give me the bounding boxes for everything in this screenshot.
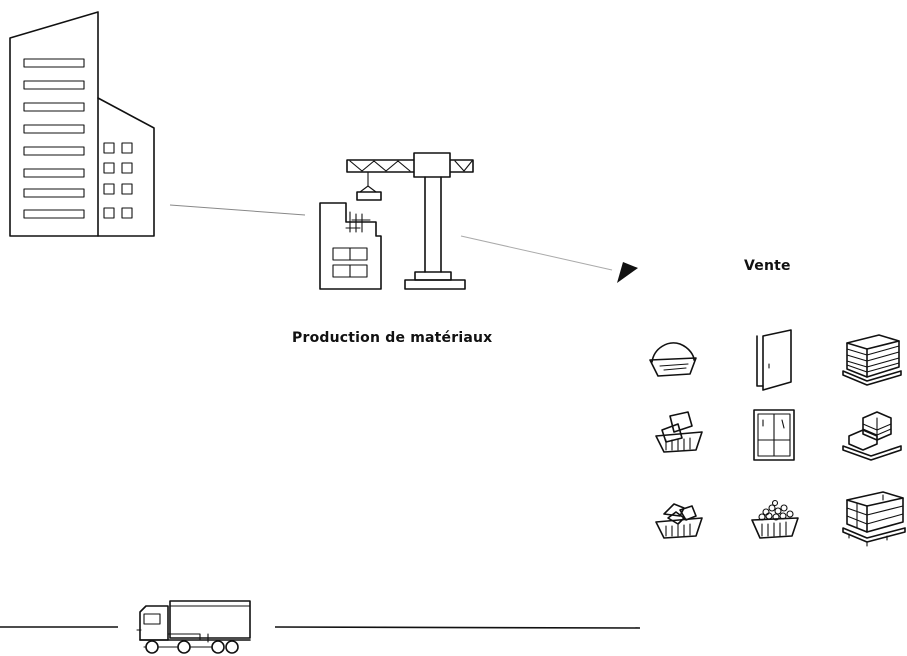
gravel-skip-icon (752, 501, 798, 539)
vente-label: Vente (744, 258, 791, 274)
crane-construction-icon (320, 153, 473, 289)
arrowhead-icon (617, 262, 638, 283)
connector-arrow-line (461, 236, 612, 270)
rubble-skip-icon (656, 504, 702, 538)
office-building-icon (10, 12, 154, 236)
window-icon (754, 410, 794, 460)
connector-line-1 (170, 205, 305, 215)
stacked-boards-pallet-icon (843, 335, 901, 385)
bricks-pallet-icon (843, 412, 901, 460)
timber-pallet-icon (843, 492, 905, 546)
sand-skip-icon (650, 343, 696, 376)
stone-block-skip-icon (656, 412, 702, 452)
production-label: Production de matériaux (292, 330, 492, 346)
delivery-truck-icon (137, 601, 250, 653)
door-icon (757, 330, 791, 390)
road-line-right (275, 627, 640, 628)
